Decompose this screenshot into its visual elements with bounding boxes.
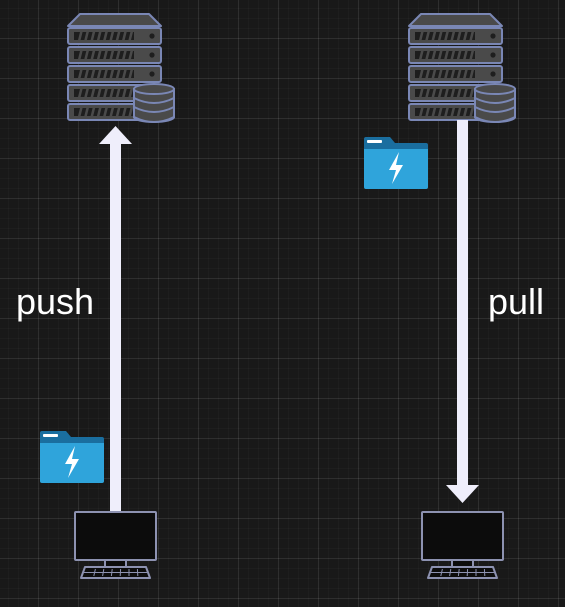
database-icon [133, 83, 175, 123]
server-right [408, 13, 516, 123]
database-icon [474, 83, 516, 123]
push-label: push [16, 281, 95, 322]
folder-bolt-icon [364, 137, 428, 189]
desktop-computer-icon [74, 511, 157, 579]
server-left [67, 13, 175, 123]
pull-label: pull [488, 281, 545, 322]
folder-bolt-icon [40, 431, 104, 483]
push-arrow [99, 126, 132, 513]
pull-arrow [446, 120, 479, 503]
desktop-computer-icon [421, 511, 504, 579]
